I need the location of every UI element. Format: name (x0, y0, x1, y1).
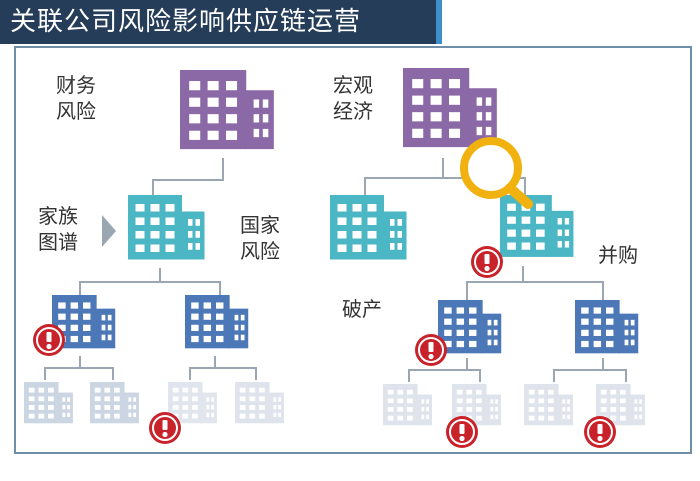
building-icon (90, 382, 139, 424)
alert-icon (470, 245, 504, 279)
alert-icon (414, 333, 448, 367)
building-icon (24, 382, 73, 424)
alert-icon (445, 415, 479, 449)
title-bar: 关联公司风险影响供应链运营 (0, 0, 442, 44)
building-icon (500, 195, 574, 257)
building-icon (438, 300, 502, 354)
building-icon (185, 295, 249, 349)
magnifier-icon (460, 137, 533, 209)
label-line: 财务 (56, 73, 96, 97)
label-macro-economy: 宏观 经济 (333, 72, 373, 124)
building-icon (235, 382, 284, 424)
building-icon (383, 384, 432, 426)
building-icon (128, 195, 205, 260)
label-family-tree: 家族 图谱 (38, 203, 78, 255)
label-line: 家族 (38, 204, 78, 228)
building-icon (180, 70, 274, 150)
label-bankruptcy: 破产 (342, 297, 382, 321)
label-merger: 并购 (598, 243, 638, 267)
building-icon (575, 300, 639, 354)
connector-lines (44, 158, 627, 382)
label-line: 国家 (240, 213, 280, 237)
building-icon (330, 195, 407, 260)
label-line: 风险 (240, 239, 280, 263)
label-national-risk: 国家 风险 (240, 212, 280, 264)
label-line: 经济 (333, 99, 373, 123)
alert-icon (32, 323, 66, 357)
building-icon (403, 68, 497, 148)
label-line: 风险 (56, 99, 96, 123)
chevron-right-icon (102, 215, 116, 247)
label-line: 宏观 (333, 73, 373, 97)
building-icon (524, 384, 573, 426)
alert-icon (148, 411, 182, 445)
label-line: 图谱 (38, 230, 78, 254)
label-financial-risk: 财务 风险 (56, 72, 96, 124)
page-title: 关联公司风险影响供应链运营 (10, 7, 362, 37)
alert-icon (583, 415, 617, 449)
